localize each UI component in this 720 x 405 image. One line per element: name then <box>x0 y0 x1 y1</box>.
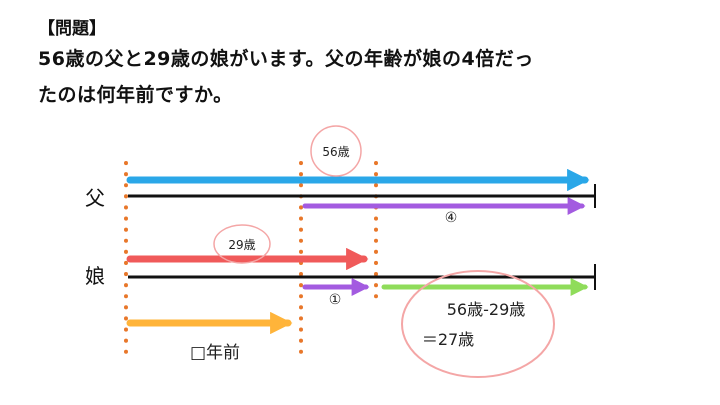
father-age-label: 56歳 <box>322 145 349 159</box>
problem-text-line-2: たのは何年前ですか。 <box>38 84 233 106</box>
daughter-past-mark: ① <box>329 292 342 308</box>
daughter-age-label: 29歳 <box>228 238 255 252</box>
calculation-line-1: 56歳-29歳 <box>447 300 526 319</box>
years-ago-label: □年前 <box>190 343 240 363</box>
calculation-circle <box>401 270 555 378</box>
daughter-age-circle <box>213 224 271 264</box>
problem-heading: 【問題】 <box>38 19 106 39</box>
problem-text-line-1: 56歳の父と29歳の娘がいます。父の年齢が娘の4倍だっ <box>38 48 534 70</box>
father-past-mark: ④ <box>445 210 458 226</box>
calculation-line-2: ＝27歳 <box>422 330 474 349</box>
daughter-label: 娘 <box>85 264 105 288</box>
father-age-circle <box>310 125 362 177</box>
father-label: 父 <box>85 186 105 210</box>
